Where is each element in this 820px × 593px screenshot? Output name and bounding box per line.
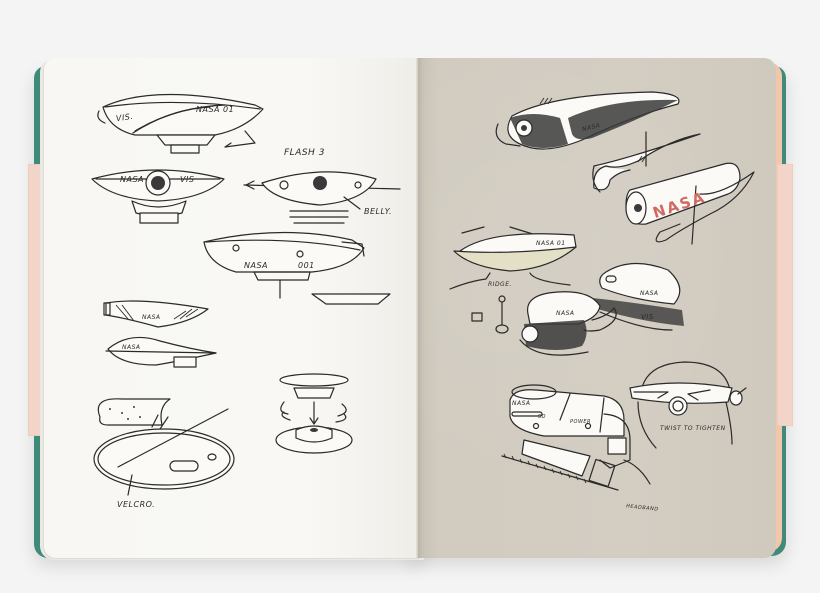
label-sd: SD [538, 414, 547, 420]
label-nasa-wing-side: NASA [122, 344, 141, 351]
label-nasa-001a: NASA [244, 261, 269, 270]
label-nasa-wing: NASA [142, 314, 161, 321]
elastic-band-right [777, 164, 793, 426]
sketch-velcro-mount [93, 398, 235, 496]
label-nasa-clip: NASA [640, 290, 659, 297]
sketch-wing-side [105, 336, 217, 368]
sketch-device-flash [243, 171, 401, 224]
label-nasa-box: NASA [512, 400, 531, 407]
label-flash: FLASH 3 [284, 148, 325, 158]
label-nasa-001b: 001 [298, 261, 315, 270]
sketch-saucer-cam [449, 226, 577, 290]
sketch-cap-mount [519, 291, 617, 356]
label-nasa-cap: NASA [556, 310, 575, 317]
sketch-nasa-cylinder [625, 162, 755, 245]
sketch-clip-vis [592, 262, 684, 331]
label-power: POWER [570, 419, 592, 425]
sketch-device-side-top [97, 93, 264, 154]
elastic-band-left [28, 164, 42, 436]
sketch-cover-shell [592, 131, 701, 193]
label-belly: BELLY. [364, 207, 393, 216]
sketch-camera-pod-hatched [495, 91, 680, 150]
sketch-exploded-mount [275, 373, 353, 454]
label-velcro: VELCRO. [117, 500, 156, 509]
label-twist-to-tighten: TWIST TO TIGHTEN [660, 425, 726, 432]
sketch-head-mount [629, 361, 747, 449]
sketch-wing-top [103, 300, 209, 328]
sketch-pin-parts [471, 295, 509, 334]
label-vis-clip: VIS [641, 313, 654, 321]
sketch-device-side-001 [203, 231, 391, 305]
sketch-device-front [91, 169, 225, 224]
label-ridge: RIDGE. [488, 281, 512, 288]
label-nasa-front: NASA [120, 175, 145, 184]
label-vis-front: VIS [180, 175, 195, 184]
sketch-nasa-box-headband [501, 384, 651, 491]
label-nasa-01-top: NASA 01 [196, 105, 235, 114]
label-nasa-01-saucer: NASA 01 [536, 240, 566, 247]
